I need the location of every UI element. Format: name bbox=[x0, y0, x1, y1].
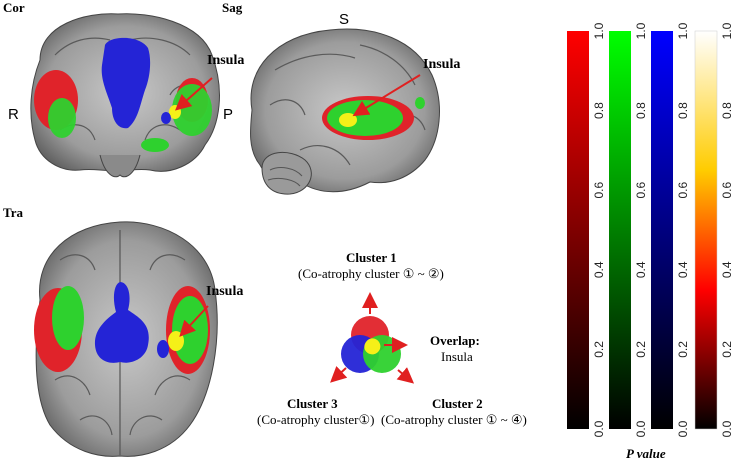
colorbar-tick-label: 0.0 bbox=[676, 420, 690, 437]
colorbar-tick-label: 0.6 bbox=[676, 182, 690, 199]
colorbar-hot bbox=[694, 30, 718, 430]
colorbars bbox=[567, 30, 718, 430]
colorbar-tick-label: 1.0 bbox=[720, 22, 734, 39]
venn-cluster1-desc: (Co-atrophy cluster ① ~ ②) bbox=[298, 266, 444, 281]
venn-arrow-down-left bbox=[330, 365, 348, 383]
colorbar-tick-label: 0.0 bbox=[720, 420, 734, 437]
colorbar-tick-label: 0.0 bbox=[592, 420, 606, 437]
colorbar-tick-label: 1.0 bbox=[592, 22, 606, 39]
venn-cluster3-desc: (Co-atrophy cluster①) bbox=[257, 412, 375, 427]
venn-cluster2-desc: (Co-atrophy cluster ① ~ ④) bbox=[381, 412, 527, 427]
sagittal-brain bbox=[249, 28, 440, 195]
venn-cluster1-title: Cluster 1 bbox=[346, 250, 397, 265]
venn-overlap-desc: Insula bbox=[441, 349, 473, 364]
tra-insula-arrow bbox=[179, 305, 209, 337]
tra-insula-label: Insula bbox=[206, 284, 244, 299]
sag-green-small bbox=[415, 97, 425, 109]
cor-blue-small bbox=[161, 112, 171, 124]
cor-panel-title: Cor bbox=[3, 0, 25, 15]
cor-right-label: P bbox=[223, 106, 234, 123]
venn-diagram bbox=[330, 292, 415, 384]
colorbar-tick-label: 0.2 bbox=[634, 341, 648, 358]
colorbar-tick-label: 0.4 bbox=[592, 261, 606, 278]
venn-overlap-region bbox=[364, 338, 381, 355]
coronal-brain bbox=[30, 13, 220, 178]
colorbar-tick-label: 0.6 bbox=[720, 182, 734, 199]
sag-panel-title: Sag bbox=[222, 0, 243, 15]
tra-yellow-overlap bbox=[168, 331, 184, 351]
colorbar-tick-label: 0.4 bbox=[676, 261, 690, 278]
cor-green-cluster-left bbox=[48, 98, 76, 138]
tra-panel-title: Tra bbox=[3, 205, 23, 220]
cor-blue-cluster bbox=[101, 37, 151, 129]
sag-superior-label: S bbox=[339, 11, 350, 28]
cor-insula-label: Insula bbox=[207, 53, 245, 68]
colorbar-tick-label: 1.0 bbox=[676, 22, 690, 39]
sag-insula-arrow bbox=[352, 74, 421, 117]
colorbar-tick-label: 0.6 bbox=[592, 182, 606, 199]
venn-arrow-down-right bbox=[396, 367, 415, 384]
colorbar-green bbox=[609, 31, 631, 429]
venn-cluster3-title: Cluster 3 bbox=[287, 396, 338, 411]
colorbar-ticks: 0.0 0.2 0.4 0.6 0.8 1.0 0.0 0.2 0.4 0.6 0.8 1.0 0.0 0… bbox=[592, 22, 734, 437]
colorbar-blue bbox=[651, 31, 673, 429]
colorbar-red bbox=[567, 31, 589, 429]
tra-blue-small bbox=[157, 340, 169, 358]
colorbar-tick-label: 0.0 bbox=[634, 420, 648, 437]
colorbar-tick-label: 0.6 bbox=[634, 182, 648, 199]
venn-cluster2-title: Cluster 2 bbox=[432, 396, 483, 411]
colorbar-tick-label: 0.8 bbox=[720, 102, 734, 119]
colorbar-tick-label: 0.2 bbox=[676, 341, 690, 358]
colorbar-tick-label: 0.8 bbox=[634, 102, 648, 119]
transverse-brain bbox=[34, 221, 218, 457]
colorbar-caption: P value bbox=[626, 446, 666, 461]
tra-green-cluster-left bbox=[52, 286, 84, 350]
cor-insula-arrow bbox=[175, 77, 213, 111]
colorbar-tick-label: 0.4 bbox=[720, 261, 734, 278]
tra-green-cluster-right bbox=[172, 296, 208, 364]
colorbar-tick-label: 0.2 bbox=[720, 341, 734, 358]
tra-blue-cluster bbox=[94, 282, 149, 363]
sag-green-cluster bbox=[327, 100, 403, 136]
sag-yellow-overlap bbox=[339, 113, 357, 127]
colorbar-tick-label: 0.2 bbox=[592, 341, 606, 358]
colorbar-tick-label: 0.8 bbox=[676, 102, 690, 119]
cor-green-bottom bbox=[141, 138, 169, 152]
colorbar-tick-label: 1.0 bbox=[634, 22, 648, 39]
colorbar-tick-label: 0.4 bbox=[634, 261, 648, 278]
cor-left-label: R bbox=[8, 106, 19, 123]
sag-insula-label: Insula bbox=[423, 57, 461, 72]
colorbar-tick-label: 0.8 bbox=[592, 102, 606, 119]
venn-overlap-title: Overlap: bbox=[430, 333, 480, 348]
